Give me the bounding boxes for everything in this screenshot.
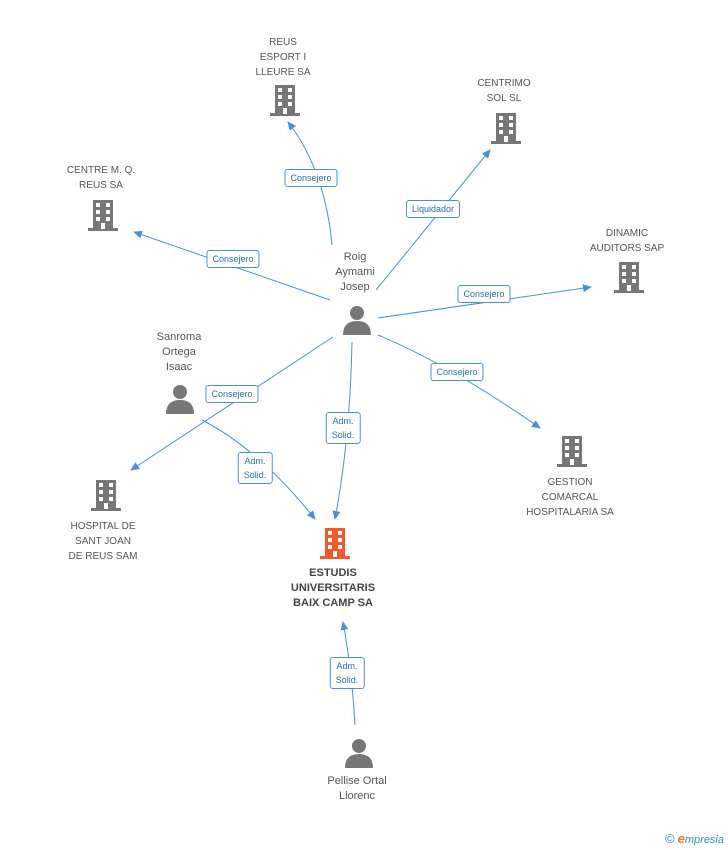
person-icon — [166, 385, 194, 414]
edge-label-roig-hospital: Consejero — [205, 385, 259, 403]
edge-label-roig-dinamic: Consejero — [457, 285, 511, 303]
company-label-dinamic[interactable]: DINAMIC AUDITORS SAP — [589, 228, 665, 254]
company-label-centre-mq[interactable]: CENTRE M. Q. REUS SA — [66, 165, 136, 191]
edge-label-pellise-estudis: Adm. Solid. — [329, 657, 365, 689]
brand-name: mpresia — [684, 834, 724, 846]
footer-brand[interactable]: © empresia — [665, 831, 724, 846]
person-label-pellise[interactable]: Pellise Ortal Llorenc — [327, 775, 387, 802]
person-label-roig[interactable]: Roig Aymami Josep — [335, 251, 375, 293]
edge-label-sanroma-estudis: Adm. Solid. — [237, 452, 273, 484]
brand-initial: e — [677, 831, 685, 846]
building-icon — [491, 113, 521, 144]
edge-roig-centrimo — [375, 149, 491, 291]
building-icon — [88, 200, 118, 231]
company-label-reus-esport[interactable]: REUS ESPORT I LLEURE SA — [255, 37, 311, 78]
building-icon — [91, 480, 121, 511]
company-label-centrimo[interactable]: CENTRIMO SOL SL — [477, 78, 531, 104]
edge-roig-hospital — [130, 336, 334, 471]
edge-label-roig-centrimo: Liquidador — [405, 200, 461, 218]
edge-label-roig-centre: Consejero — [206, 250, 260, 268]
edge-label-roig-gestion: Consejero — [430, 363, 484, 381]
company-label-gestion[interactable]: GESTION COMARCAL HOSPITALARIA SA — [526, 477, 614, 518]
building-icon — [270, 85, 300, 116]
copyright-icon: © — [664, 831, 675, 846]
company-label-hospital[interactable]: HOSPITAL DE SANT JOAN DE REUS SAM — [68, 521, 138, 562]
building-icon — [614, 262, 644, 293]
edge-roig-gestion — [377, 334, 541, 429]
focus-building-icon — [320, 528, 350, 559]
edge-label-roig-estudis: Adm. Solid. — [325, 412, 361, 444]
person-label-sanroma[interactable]: Sanroma Ortega Isaac — [156, 331, 202, 373]
building-icon — [557, 436, 587, 467]
person-icon — [345, 739, 373, 768]
edge-label-roig-reus: Consejero — [284, 169, 338, 187]
focus-company-label[interactable]: ESTUDIS UNIVERSITARIS BAIX CAMP SA — [290, 567, 376, 609]
person-icon — [343, 306, 371, 335]
